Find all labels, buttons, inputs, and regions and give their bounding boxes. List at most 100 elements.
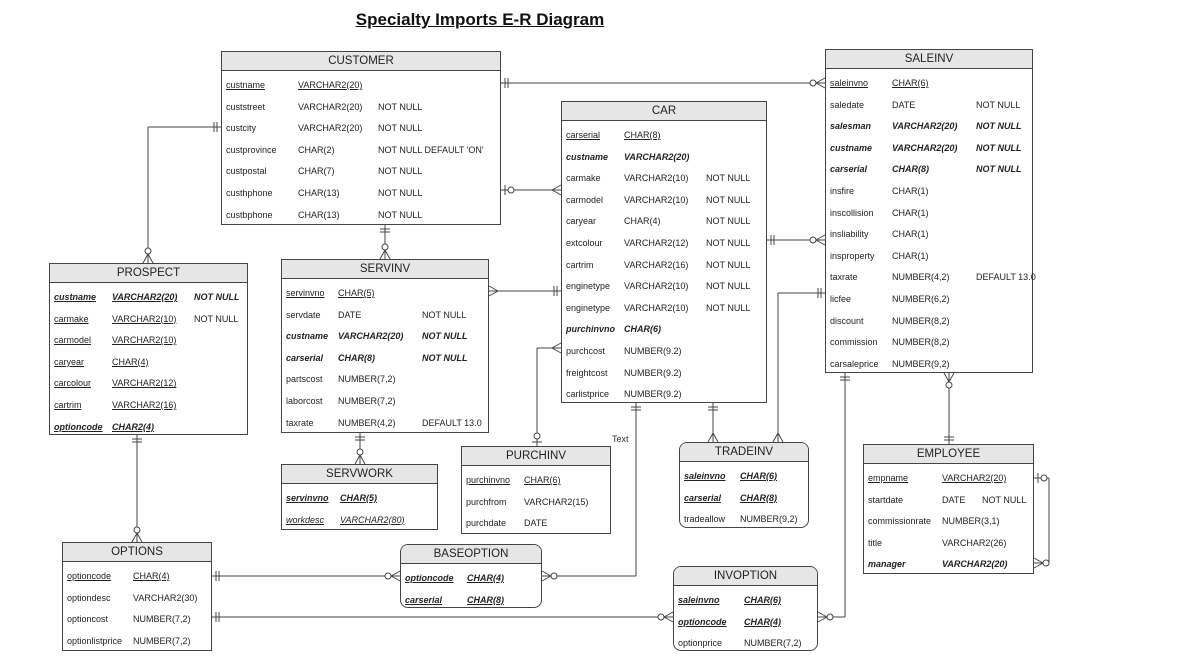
- attribute-name: purchfrom: [466, 496, 507, 507]
- attribute-name: taxrate: [830, 272, 858, 283]
- attribute-type: VARCHAR2(20): [298, 80, 363, 90]
- attribute-constraint: DEFAULT 13.0: [422, 417, 482, 428]
- attribute-constraint: DEFAULT 13.0: [976, 272, 1036, 283]
- attribute-constraint: NOT NULL: [194, 292, 240, 302]
- attribute-type: CHAR(13): [298, 187, 340, 198]
- attribute-type: CHAR(4): [112, 356, 149, 367]
- entity-baseoption[interactable]: BASEOPTION optioncode CHAR(4) carserial CHA…: [400, 544, 542, 608]
- attribute-name: carmake: [54, 313, 89, 324]
- attribute-type: CHAR(1): [892, 229, 929, 240]
- attribute-name: commissionrate: [868, 516, 932, 527]
- attribute-type: NUMBER(4,2): [338, 417, 396, 428]
- attribute-type: VARCHAR2(20): [298, 123, 363, 134]
- attribute-constraint: NOT NULL: [706, 194, 751, 205]
- attribute-type: VARCHAR2(30): [133, 592, 198, 603]
- entity-header: CUSTOMER: [222, 52, 500, 71]
- attribute-type: VARCHAR2(12): [112, 378, 177, 389]
- attribute-name: custcity: [226, 123, 257, 134]
- attribute-name: optioncode: [67, 571, 112, 581]
- attribute-name: carserial: [405, 594, 443, 605]
- attribute-name: purchdate: [466, 518, 507, 529]
- attribute-row: custname VARCHAR2(20): [222, 73, 500, 95]
- attribute-name: custname: [830, 142, 873, 153]
- attribute-type: CHAR(4): [467, 573, 504, 583]
- attribute-name: laborcost: [286, 395, 323, 406]
- attribute-constraint: NOT NULL: [976, 121, 1022, 132]
- attribute-type: NUMBER(8,2): [892, 337, 950, 348]
- entity-header: BASEOPTION: [401, 545, 541, 564]
- attribute-name: servinvno: [286, 288, 325, 298]
- attribute-row: purchinvno CHAR(6): [462, 468, 610, 490]
- attribute-type: CHAR(6): [524, 475, 561, 485]
- text-note: Text: [612, 434, 629, 444]
- attribute-type: VARCHAR2(20): [624, 151, 690, 162]
- attribute-type: VARCHAR2(26): [942, 537, 1007, 548]
- attribute-name: custstreet: [226, 101, 266, 112]
- attribute-constraint: NOT NULL: [378, 101, 423, 112]
- attribute-type: VARCHAR2(20): [112, 292, 178, 302]
- attribute-type: CHAR(6): [892, 78, 929, 88]
- attribute-name: enginetype: [566, 281, 611, 292]
- attribute-type: CHAR(5): [338, 288, 375, 298]
- attribute-constraint: NOT NULL: [976, 99, 1021, 110]
- entity-header: OPTIONS: [63, 543, 211, 562]
- attribute-name: carlistprice: [566, 389, 610, 400]
- attribute-constraint: NOT NULL: [422, 352, 468, 363]
- attribute-type: NUMBER(9,2): [740, 514, 798, 525]
- attribute-type: VARCHAR2(12): [624, 237, 689, 248]
- attribute-constraint: NOT NULL: [378, 187, 423, 198]
- attribute-type: NUMBER(9.2): [624, 367, 682, 378]
- attribute-name: custname: [54, 292, 97, 302]
- attribute-type: CHAR(13): [298, 209, 340, 220]
- attribute-name: optioncode: [405, 573, 454, 583]
- attribute-type: CHAR(8): [467, 594, 504, 605]
- attribute-name: custname: [226, 80, 266, 90]
- attribute-name: purchinvno: [466, 475, 511, 485]
- attribute-name: carmake: [566, 173, 601, 184]
- attribute-type: CHAR(1): [892, 250, 929, 261]
- attribute-name: saledate: [830, 99, 865, 110]
- attribute-name: enginetype: [566, 302, 611, 313]
- attribute-name: carserial: [286, 352, 324, 363]
